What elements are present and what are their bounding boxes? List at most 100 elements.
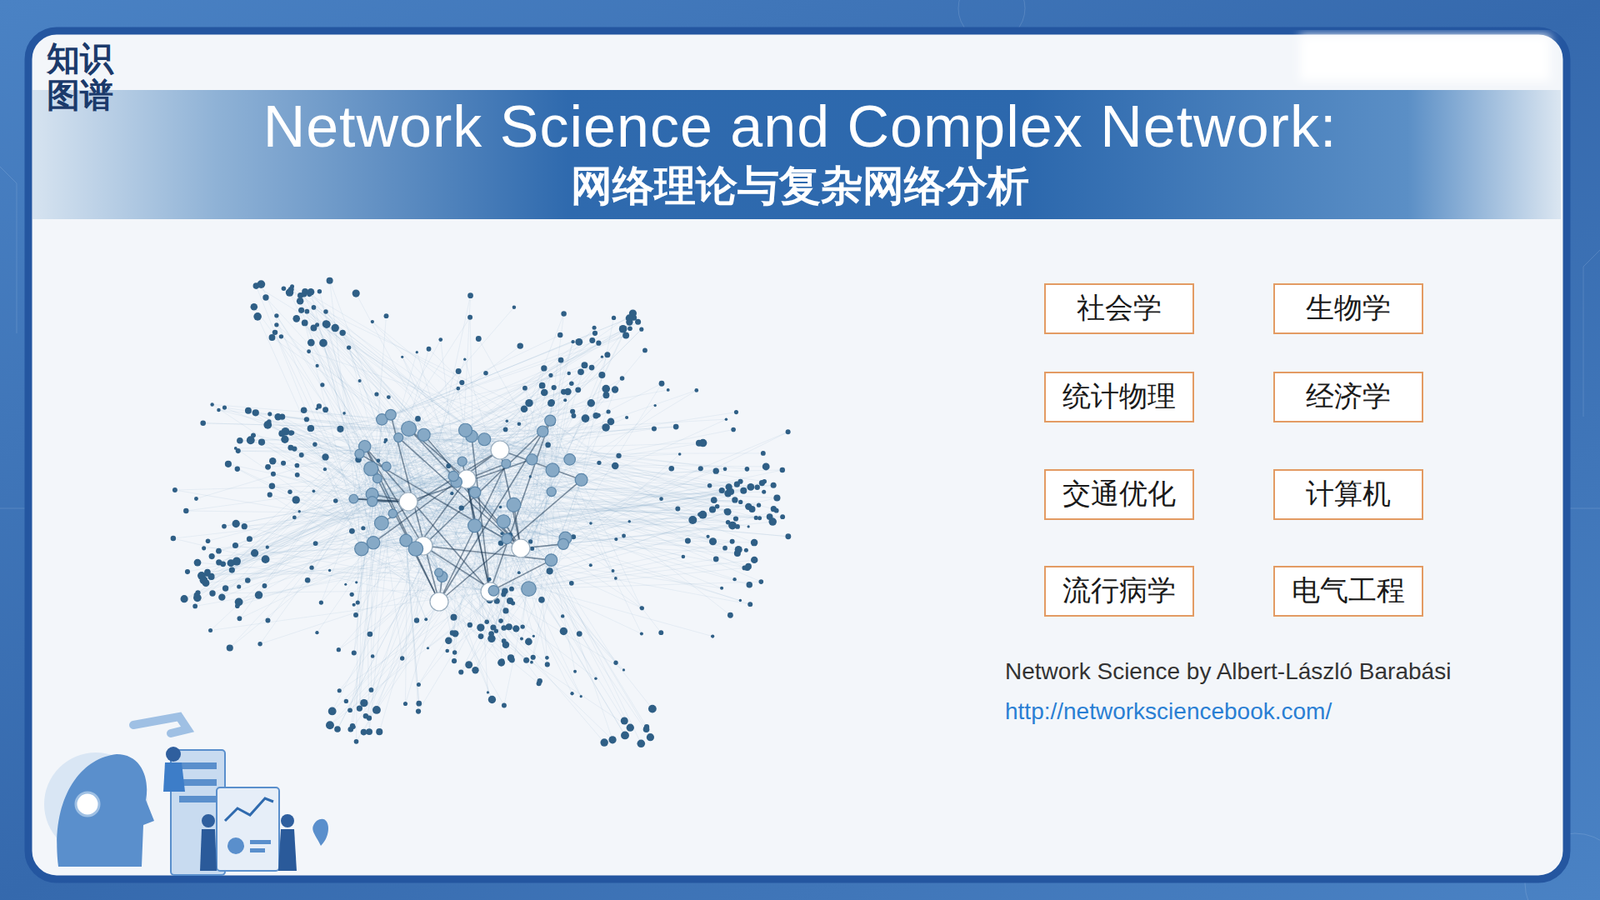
network-hub — [430, 592, 449, 611]
network-link — [409, 428, 521, 549]
person-body — [200, 829, 217, 871]
network-node — [757, 515, 762, 520]
network-hub — [367, 496, 378, 507]
network-link — [439, 420, 550, 602]
topic-label: 流行病学 — [1062, 571, 1176, 610]
network-node — [770, 505, 777, 512]
network-hub — [375, 515, 390, 530]
server-slot — [179, 762, 217, 770]
network-node — [732, 577, 736, 581]
network-link — [381, 419, 613, 571]
network-link — [505, 463, 616, 540]
network-link — [264, 540, 406, 586]
topic-label: 社会学 — [1076, 289, 1162, 328]
network-node — [458, 669, 464, 675]
network-node — [722, 545, 728, 551]
network-link — [392, 513, 565, 538]
network-node — [319, 339, 328, 348]
network-node — [331, 324, 340, 332]
network-node — [305, 309, 310, 315]
network-node — [200, 575, 209, 585]
network-node — [465, 660, 473, 669]
network-hub — [490, 440, 510, 460]
network-node — [589, 365, 595, 371]
network-node — [194, 592, 200, 598]
network-node — [255, 590, 264, 600]
network-node — [600, 355, 604, 359]
network-node — [566, 371, 570, 375]
network-node — [737, 479, 743, 485]
network-node — [322, 320, 330, 328]
network-node — [483, 370, 489, 376]
network-node — [715, 504, 720, 510]
network-link — [353, 499, 642, 635]
network-node — [785, 533, 791, 540]
network-node — [262, 294, 269, 300]
network-node — [589, 337, 595, 344]
network-node — [265, 464, 271, 470]
network-node — [742, 565, 748, 571]
network-link — [390, 367, 592, 415]
network-node — [298, 510, 301, 513]
network-node — [221, 524, 227, 530]
network-node — [234, 446, 238, 450]
network-node — [780, 514, 785, 520]
network-link — [309, 294, 543, 432]
network-node — [315, 322, 320, 327]
network-node — [723, 466, 728, 471]
network-node — [269, 457, 276, 465]
network-link — [531, 459, 564, 545]
network-link — [550, 420, 616, 579]
network-node — [733, 515, 739, 521]
network-link — [373, 475, 454, 543]
network-link — [551, 491, 739, 550]
network-node — [512, 625, 520, 632]
topic-box: 计算机 — [1273, 469, 1424, 520]
network-node — [445, 637, 452, 645]
network-node — [272, 330, 278, 335]
network-node — [261, 555, 270, 564]
network-link — [439, 430, 466, 573]
server-slot — [179, 795, 217, 803]
network-node — [587, 399, 595, 407]
network-node — [735, 524, 740, 530]
texture-line — [1583, 250, 1600, 417]
topic-label: 生物学 — [1305, 289, 1391, 328]
network-link — [439, 480, 582, 602]
network-node — [594, 677, 597, 680]
network-node — [498, 618, 504, 624]
network-node — [500, 591, 506, 597]
network-node — [334, 725, 341, 733]
network-link — [353, 499, 501, 664]
network-node — [628, 520, 632, 524]
network-node — [250, 549, 259, 557]
network-hub — [381, 461, 391, 471]
network-node — [320, 382, 325, 387]
network-link — [223, 431, 544, 565]
network-node — [347, 707, 353, 713]
network-node — [604, 351, 610, 358]
texture-line — [1566, 508, 1600, 510]
network-node — [730, 539, 735, 545]
network-node — [250, 432, 256, 438]
network-node — [734, 410, 739, 415]
network-node — [681, 555, 686, 560]
network-node — [520, 636, 524, 640]
network-node — [520, 405, 529, 414]
network-node — [614, 537, 618, 541]
network-link — [239, 419, 382, 619]
network-link — [460, 560, 551, 672]
texture-line — [0, 166, 17, 334]
network-node — [209, 590, 215, 596]
network-link — [581, 480, 642, 609]
network-node — [315, 630, 319, 635]
network-link — [238, 450, 360, 454]
network-link — [565, 468, 671, 538]
network-node — [350, 723, 355, 729]
network-link — [465, 430, 647, 727]
network-node — [570, 409, 575, 415]
network-link — [309, 351, 544, 432]
network-hub — [457, 456, 467, 466]
network-link — [313, 307, 409, 430]
network-node — [424, 617, 428, 621]
